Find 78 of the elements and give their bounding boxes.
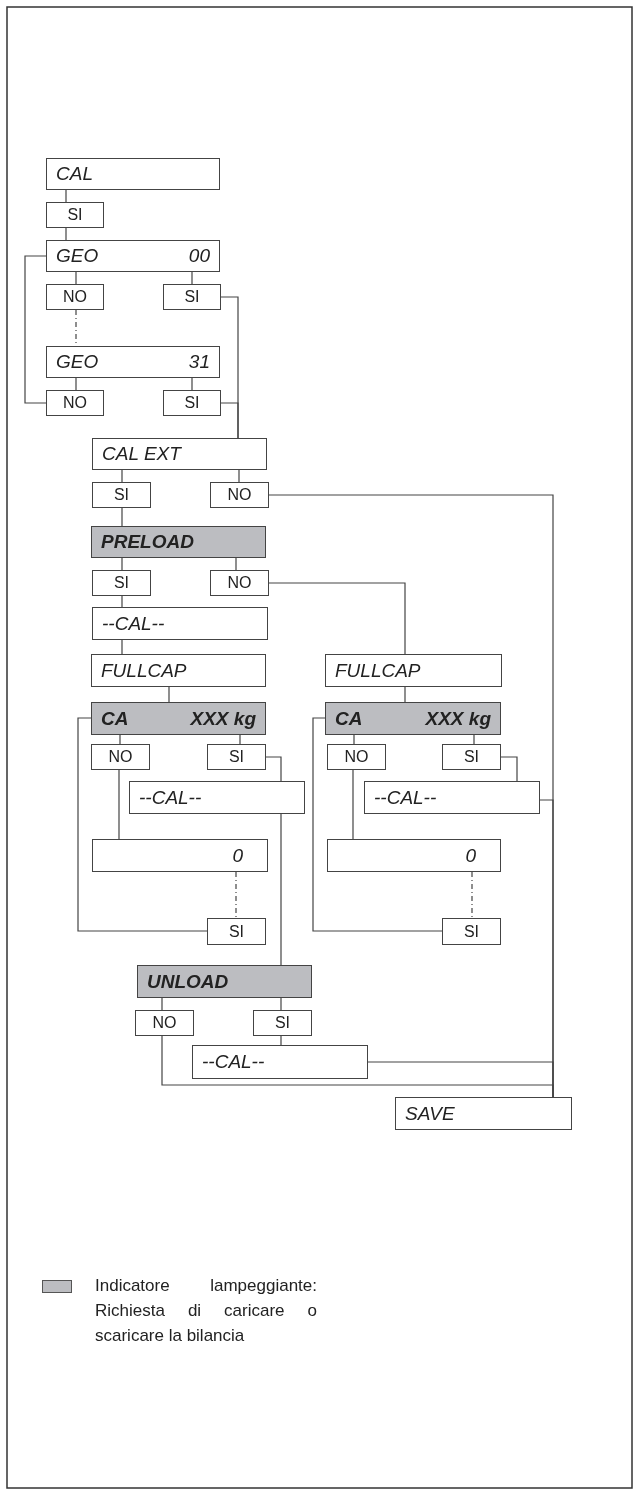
display-box: FULLCAP [91, 654, 266, 687]
answer-key-box: NO [135, 1010, 194, 1036]
connector-line [75, 377, 77, 391]
blinking-display-box: PRELOAD [91, 526, 266, 558]
answer-key-box: SI [92, 482, 151, 508]
display-box [46, 240, 220, 272]
connector-line [235, 871, 237, 919]
display-box: CAL [46, 158, 220, 190]
connector-line [404, 686, 406, 703]
display-text: GEO [56, 351, 99, 373]
connector-line [268, 582, 406, 655]
answer-key-box: SI [253, 1010, 312, 1036]
display-text: 00 [188, 245, 210, 267]
display-text: CA [335, 707, 363, 730]
connector-line [191, 377, 193, 391]
display-box: --CAL-- [129, 781, 305, 814]
connector-line [77, 717, 208, 932]
connector-line [121, 595, 123, 608]
connector-line [65, 189, 67, 203]
connector-line [75, 271, 77, 285]
display-box: FULLCAP [325, 654, 502, 687]
display-text: CA [101, 707, 129, 730]
display-text: XXX kg [425, 707, 491, 730]
display-box: 0 [327, 839, 501, 872]
connector-line [119, 734, 121, 745]
legend-text: Indicatore lampeggiante: Richiesta di caricare o scaricare la bilancia [95, 1275, 317, 1347]
connector-line [121, 507, 123, 527]
connector-line [312, 717, 443, 932]
connector-line [220, 402, 239, 439]
display-text: XXX kg [190, 707, 256, 730]
connector-line [500, 756, 518, 782]
display-box [46, 346, 220, 378]
display-text: GEO [56, 245, 99, 267]
connector-line [65, 227, 67, 241]
answer-key-box: SI [46, 202, 104, 228]
answer-key-box: NO [210, 570, 269, 596]
connector-line [353, 734, 355, 745]
connector-line [352, 769, 354, 840]
connector-line [280, 813, 282, 966]
blinking-display-box [325, 702, 501, 735]
display-box: --CAL-- [364, 781, 540, 814]
display-box: CAL EXT [92, 438, 267, 470]
answer-key-box: SI [163, 284, 221, 310]
answer-key-box: NO [46, 284, 104, 310]
connector-line [191, 271, 193, 285]
connector-line [235, 557, 237, 571]
display-box: --CAL-- [92, 607, 268, 640]
answer-key-box: NO [210, 482, 269, 508]
answer-key-box: NO [327, 744, 386, 770]
connector-line [473, 734, 475, 745]
connector-line [161, 1035, 554, 1098]
connector-line [265, 756, 282, 782]
display-text: 31 [188, 351, 210, 373]
answer-key-box: SI [92, 570, 151, 596]
connector-line [121, 639, 123, 655]
display-box: --CAL-- [192, 1045, 368, 1079]
connector-line [24, 255, 47, 404]
connector-line [168, 686, 170, 703]
connector-line [238, 469, 240, 483]
blinking-display-box [91, 702, 266, 735]
answer-key-box: SI [163, 390, 221, 416]
answer-key-box: SI [442, 918, 501, 945]
answer-key-box: NO [91, 744, 150, 770]
display-box: SAVE [395, 1097, 572, 1130]
connector-line [239, 734, 241, 745]
connector-line [121, 557, 123, 571]
answer-key-box: NO [46, 390, 104, 416]
connector-line [161, 997, 163, 1011]
answer-key-box: SI [207, 744, 266, 770]
connector-line [471, 871, 473, 919]
connector-line [280, 997, 282, 1011]
connector-line [121, 469, 123, 483]
blinking-display-box: UNLOAD [137, 965, 312, 998]
connector-line [280, 1035, 282, 1046]
display-box: 0 [92, 839, 268, 872]
answer-key-box: SI [207, 918, 266, 945]
answer-key-box: SI [442, 744, 501, 770]
connector-line [118, 769, 120, 840]
